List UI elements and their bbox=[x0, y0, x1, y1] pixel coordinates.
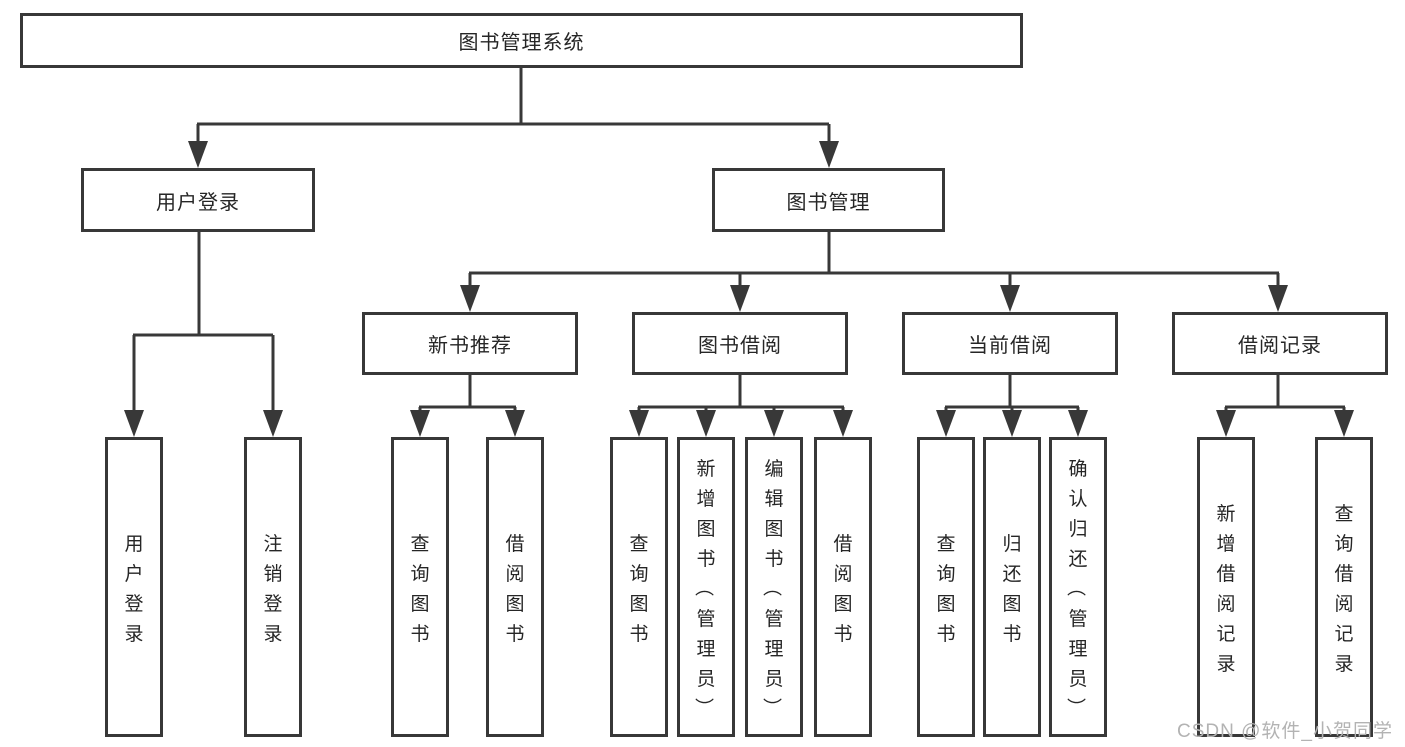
leaf-query-books-current: 查询图书 bbox=[917, 437, 975, 737]
watermark: CSDN @软件_小贺同学 bbox=[1177, 721, 1393, 742]
leaf-return-books: 归还图书 bbox=[983, 437, 1041, 737]
leaf-borrow-books-borrowing: 借阅图书 bbox=[814, 437, 872, 737]
leaf-edit-books-admin: 编辑图书（管理员） bbox=[745, 437, 803, 737]
arrowheads bbox=[124, 141, 1354, 437]
leaf-query-books-borrowing: 查询图书 bbox=[610, 437, 668, 737]
leaf-confirm-return-admin: 确认归还（管理员） bbox=[1049, 437, 1107, 737]
connector-new-book-recommend-to-leaves bbox=[418, 373, 517, 414]
leaf-query-borrow-record: 查询借阅记录 bbox=[1315, 437, 1373, 737]
node-current-borrowing: 当前借阅 bbox=[902, 312, 1118, 375]
connector-root-to-level2 bbox=[196, 66, 831, 146]
connector-borrowing-records-to-leaves bbox=[1224, 373, 1346, 414]
leaf-query-books-recommend: 查询图书 bbox=[391, 437, 449, 737]
leaf-add-books-admin: 新增图书（管理员） bbox=[677, 437, 735, 737]
node-user-login: 用户登录 bbox=[81, 168, 315, 232]
connector-user-login-to-leaves bbox=[132, 230, 275, 414]
connector-current-borrowing-to-leaves bbox=[944, 373, 1080, 414]
node-borrowing-records: 借阅记录 bbox=[1172, 312, 1388, 375]
connector-book-borrowing-to-leaves bbox=[637, 373, 845, 414]
leaf-add-borrow-record: 新增借阅记录 bbox=[1197, 437, 1255, 737]
leaf-user-login: 用户登录 bbox=[105, 437, 163, 737]
node-book-borrowing: 图书借阅 bbox=[632, 312, 848, 375]
connector-book-management-to-level3 bbox=[468, 230, 1280, 290]
node-root: 图书管理系统 bbox=[20, 13, 1023, 68]
leaf-borrow-books-recommend: 借阅图书 bbox=[486, 437, 544, 737]
node-new-book-recommend: 新书推荐 bbox=[362, 312, 578, 375]
node-book-management: 图书管理 bbox=[712, 168, 945, 232]
leaf-logout: 注销登录 bbox=[244, 437, 302, 737]
